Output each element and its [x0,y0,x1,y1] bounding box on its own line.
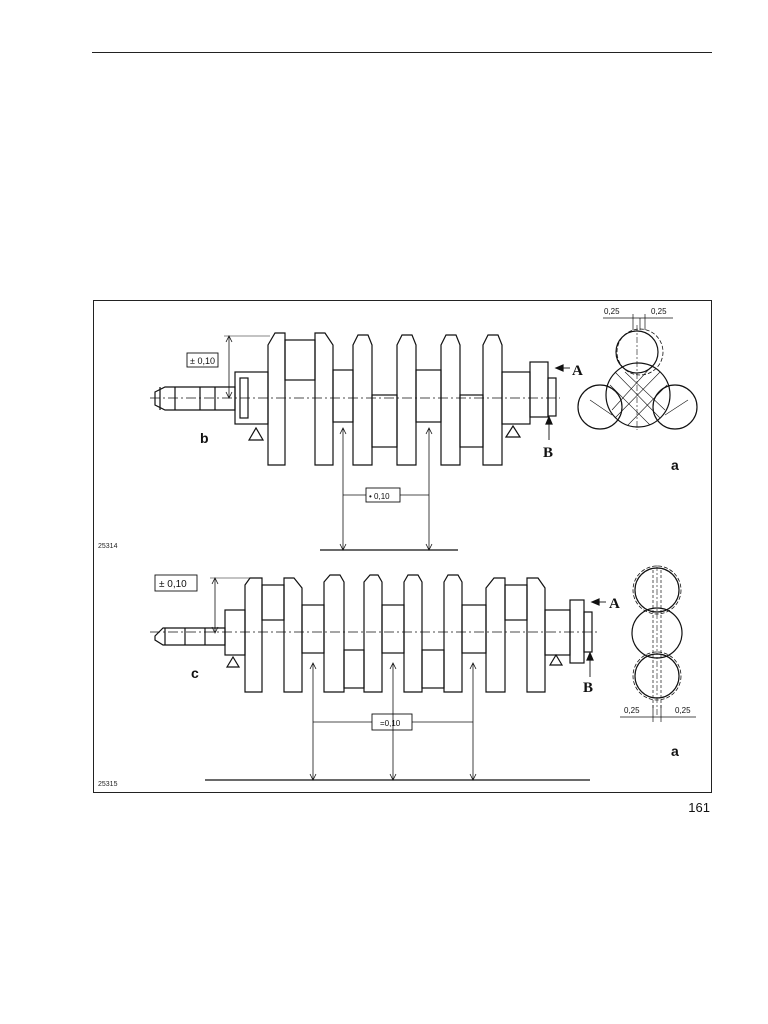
crankshaft-bottom-drawing [150,574,606,781]
top-ref-number: 25314 [98,543,118,550]
top-view-label: b [200,430,209,446]
bottom-datum-a: A [609,596,620,612]
top-datum-b: B [543,445,553,461]
top-offset-left: 0,25 [604,307,620,316]
top-journal-tolerance: • 0,10 [369,492,390,501]
bottom-offset-right: 0,25 [675,706,691,715]
page-number: 161 [688,800,710,815]
bottom-flange-tolerance: ± 0,10 [159,579,187,590]
crankshaft-top-drawing [150,332,570,551]
bottom-ref-number: 25315 [98,781,118,788]
bottom-journal-tolerance: =0,10 [380,719,401,728]
bottom-view-label: c [191,665,199,681]
top-offset-right: 0,25 [651,307,667,316]
top-detail-label: a [671,457,679,473]
top-datum-a: A [572,363,583,379]
crankpin-offset-detail-bottom [620,565,696,722]
bottom-datum-b: B [583,680,593,696]
figure-frame [93,300,712,793]
top-flange-tolerance: ± 0,10 [190,356,215,366]
bottom-detail-label: a [671,743,679,759]
crankpin-offset-detail-top [577,314,698,430]
bottom-offset-left: 0,25 [624,706,640,715]
header-rule [92,52,712,53]
